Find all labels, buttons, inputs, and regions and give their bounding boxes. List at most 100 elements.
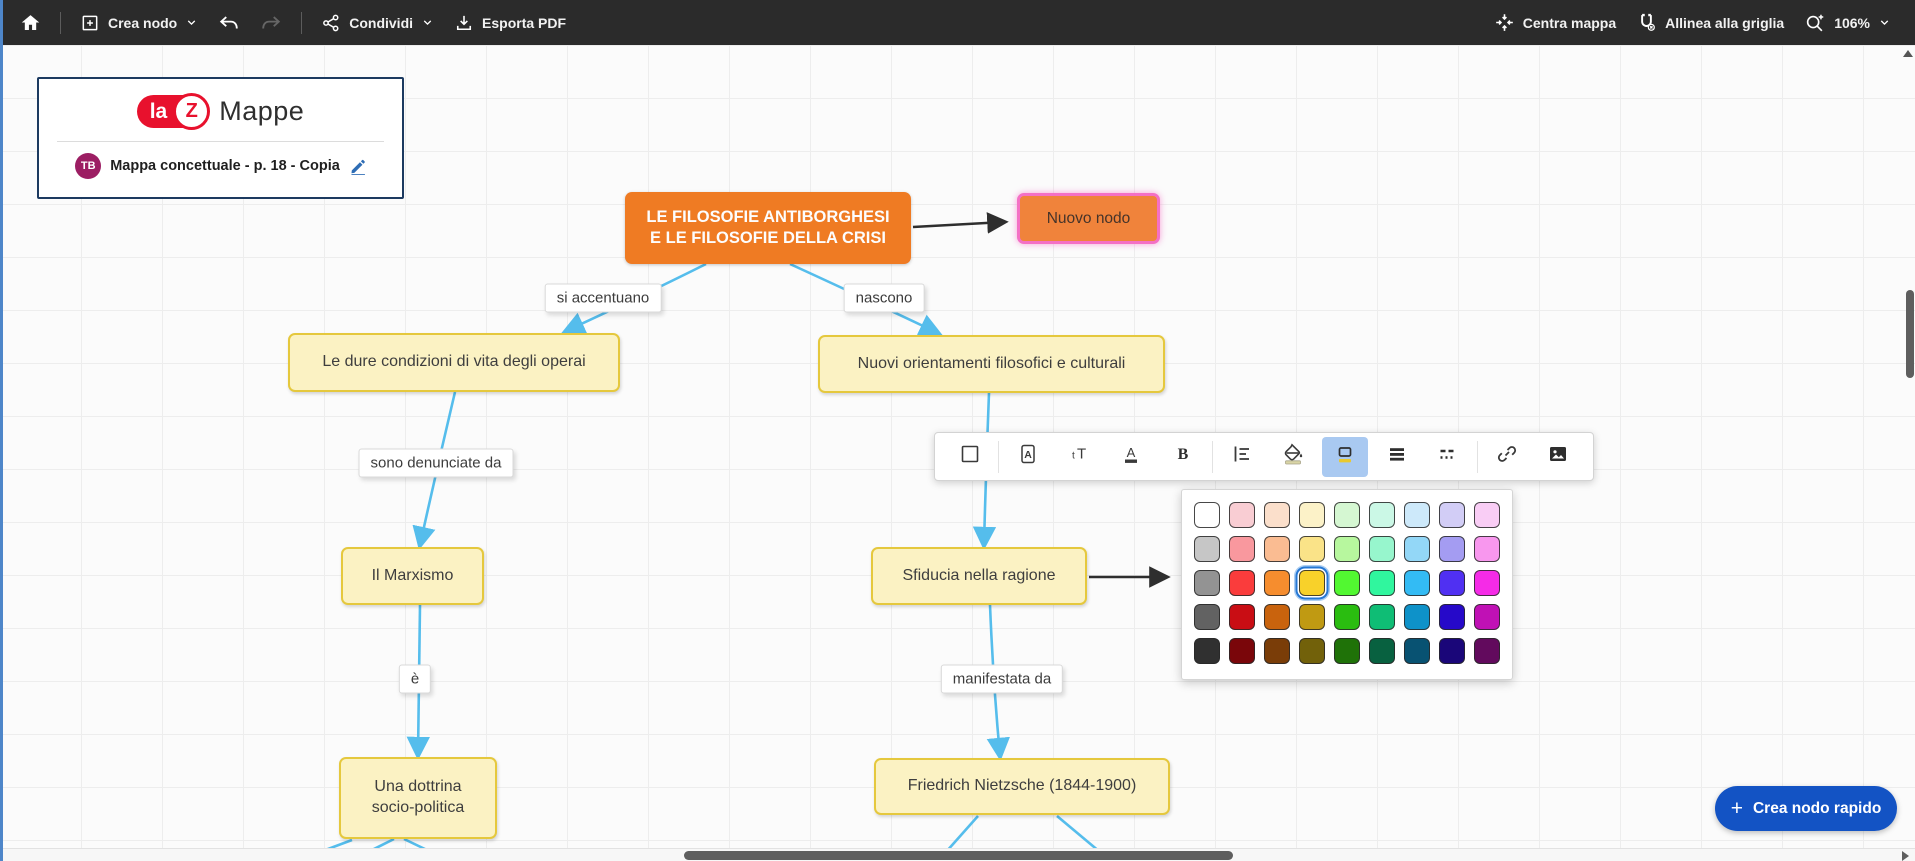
color-swatch-085272[interactable] <box>1404 638 1430 664</box>
color-swatch-fa3c3c[interactable] <box>1229 570 1255 596</box>
color-swatch-d2cdf6[interactable] <box>1439 502 1465 528</box>
border-color-button[interactable] <box>1321 436 1368 477</box>
color-swatch-f68d2e[interactable] <box>1264 570 1290 596</box>
color-swatch-f9cdd3[interactable] <box>1229 502 1255 528</box>
center-map-button[interactable]: Centra mappa <box>1484 0 1626 45</box>
scroll-up-arrow-icon[interactable] <box>1903 50 1913 57</box>
node-text: Friedrich Nietzsche (1844-1900) <box>907 777 1137 795</box>
color-swatch-f8d12a[interactable] <box>1299 570 1325 596</box>
node-text: LE FILOSOFIE ANTIBORGHESI <box>646 207 890 226</box>
color-swatch-2609c9[interactable] <box>1439 604 1465 630</box>
color-swatch-5030f2[interactable] <box>1439 570 1465 596</box>
color-swatch-ffffff[interactable] <box>1194 502 1220 528</box>
color-swatch-f9cdf5[interactable] <box>1474 502 1500 528</box>
vertical-scrollbar[interactable] <box>1903 45 1915 848</box>
color-swatch-c09a12[interactable] <box>1299 604 1325 630</box>
map-node-sfiducia[interactable]: Sfiducia nella ragione <box>871 547 1087 605</box>
image-button[interactable] <box>1535 437 1581 477</box>
color-swatch-c011b5[interactable] <box>1474 604 1500 630</box>
color-swatch-30f69e[interactable] <box>1369 570 1395 596</box>
map-node-condizioni[interactable]: Le dure condizioni di vita degli operai <box>288 333 620 392</box>
color-swatch-f52be7[interactable] <box>1474 570 1500 596</box>
color-swatch-52f831[interactable] <box>1334 570 1360 596</box>
color-swatch-7a060a[interactable] <box>1229 638 1255 664</box>
user-avatar: TB <box>75 153 102 179</box>
color-swatch-cbf8e6[interactable] <box>1369 502 1395 528</box>
edge-label-manifestata-da[interactable]: manifestata da <box>940 664 1064 694</box>
chevron-down-icon <box>1878 16 1891 29</box>
color-swatch-c90d14[interactable] <box>1229 604 1255 630</box>
format-toolbar: A t T A B <box>934 432 1594 481</box>
color-swatch-33bbf4[interactable] <box>1404 570 1430 596</box>
color-swatch-086140[interactable] <box>1369 638 1395 664</box>
map-node-nietzsche[interactable]: Friedrich Nietzsche (1844-1900) <box>874 758 1170 815</box>
color-swatch-b7f79e[interactable] <box>1334 536 1360 562</box>
color-swatch-0e92c9[interactable] <box>1404 604 1430 630</box>
link-button[interactable] <box>1484 437 1530 477</box>
svg-text:A: A <box>1127 445 1136 460</box>
fill-color-button[interactable] <box>1270 437 1316 477</box>
edit-title-button[interactable] <box>349 158 366 175</box>
color-swatch-0fbd75[interactable] <box>1369 604 1395 630</box>
format-separator <box>1211 440 1213 473</box>
map-node-marxismo[interactable]: Il Marxismo <box>341 547 484 605</box>
vertical-scrollbar-thumb[interactable] <box>1906 290 1914 378</box>
horizontal-scrollbar[interactable] <box>0 848 1915 861</box>
color-swatch-939393[interactable] <box>1194 570 1220 596</box>
undo-button[interactable] <box>208 0 250 45</box>
node-shape-button[interactable] <box>947 437 993 477</box>
edge-label-sono-denunciate-da[interactable]: sono denunciate da <box>358 448 514 478</box>
line-style-button[interactable] <box>1425 437 1471 477</box>
color-swatch-f9989e[interactable] <box>1229 536 1255 562</box>
scroll-right-arrow-icon[interactable] <box>1902 851 1909 861</box>
color-swatch-7a3d08[interactable] <box>1264 638 1290 664</box>
color-swatch-c6c6c6[interactable] <box>1194 536 1220 562</box>
line-weight-button[interactable] <box>1374 437 1420 477</box>
color-swatch-626262[interactable] <box>1194 604 1220 630</box>
color-swatch-cde9fa[interactable] <box>1404 502 1430 528</box>
color-swatch-1f7208[interactable] <box>1334 638 1360 664</box>
color-swatch-97f6cd[interactable] <box>1369 536 1395 562</box>
text-size-button[interactable]: t T <box>1057 437 1103 477</box>
svg-text:B: B <box>1178 446 1189 463</box>
edge-label-si-accentuano[interactable]: si accentuano <box>544 283 662 313</box>
color-swatch-fcf2c8[interactable] <box>1299 502 1325 528</box>
color-swatch-303030[interactable] <box>1194 638 1220 664</box>
export-pdf-label: Esporta PDF <box>482 14 567 31</box>
color-swatch-93d7f7[interactable] <box>1404 536 1430 562</box>
label-style-button[interactable]: A <box>1005 437 1051 477</box>
color-swatch-a49cf2[interactable] <box>1439 536 1465 562</box>
color-swatch-fabc92[interactable] <box>1264 536 1290 562</box>
color-swatch-620a5d[interactable] <box>1474 638 1500 664</box>
color-swatch-f897ee[interactable] <box>1474 536 1500 562</box>
color-swatch-d5f7d2[interactable] <box>1334 502 1360 528</box>
create-node-button[interactable]: Crea nodo <box>70 0 208 45</box>
list-align-button[interactable] <box>1219 437 1265 477</box>
color-swatch-fbdfcb[interactable] <box>1264 502 1290 528</box>
edge-label-nascono[interactable]: nascono <box>843 283 925 313</box>
export-pdf-button[interactable]: Esporta PDF <box>444 0 576 45</box>
horizontal-scrollbar-thumb[interactable] <box>684 851 1233 860</box>
image-icon <box>1546 442 1570 471</box>
zoom-control[interactable]: 106% <box>1794 0 1901 45</box>
redo-button[interactable] <box>250 0 292 45</box>
edge-label-e[interactable]: è <box>398 664 432 694</box>
map-node-orientamenti[interactable]: Nuovi orientamenti filosofici e cultural… <box>818 335 1165 393</box>
center-map-label: Centra mappa <box>1522 14 1617 31</box>
color-swatch-fae388[interactable] <box>1299 536 1325 562</box>
map-title-row: TB Mappa concettuale - p. 18 - Copia <box>75 153 366 179</box>
zoom-level-value: 106% <box>1834 14 1870 31</box>
color-swatch-2abd10[interactable] <box>1334 604 1360 630</box>
color-swatch-72610a[interactable] <box>1299 638 1325 664</box>
share-button[interactable]: Condividi <box>311 0 444 45</box>
font-color-button[interactable]: A <box>1108 437 1154 477</box>
color-swatch-1a0679[interactable] <box>1439 638 1465 664</box>
color-swatch-c9630d[interactable] <box>1264 604 1290 630</box>
snap-grid-button[interactable]: Allinea alla griglia <box>1626 0 1794 45</box>
bold-button[interactable]: B <box>1160 437 1206 477</box>
quick-create-button[interactable]: + Crea nodo rapido <box>1715 786 1897 831</box>
home-button[interactable] <box>10 0 51 45</box>
map-node-nuovo[interactable]: Nuovo nodo <box>1017 193 1160 244</box>
